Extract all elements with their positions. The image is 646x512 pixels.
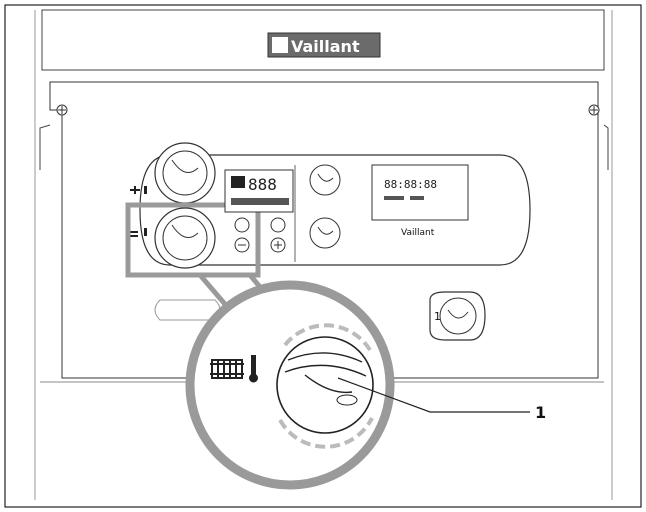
timer-logo-text: Vaillant [401, 228, 435, 238]
lcd-display: 888 [224, 169, 294, 213]
heating-knob-small[interactable] [154, 207, 216, 269]
rotary-switch-label: 1 [434, 310, 441, 323]
lcd-digits: 888 [248, 175, 277, 194]
magnified-view [185, 280, 395, 490]
panel-slot [154, 299, 221, 321]
vaillant-logo: Vaillant [267, 32, 381, 58]
timer-digits: 88:88:88 [384, 178, 437, 191]
radiator-icon-small [130, 228, 147, 237]
timer-module: 88:88:88 Vaillant [371, 164, 469, 238]
heating-dial-magnified[interactable] [276, 323, 374, 449]
hot-water-knob[interactable] [154, 142, 216, 204]
logo-text: Vaillant [291, 37, 360, 56]
mode-knob-bottom[interactable] [309, 217, 341, 249]
button-info[interactable] [270, 217, 286, 233]
display-buttons [234, 165, 296, 262]
hot-water-icon [130, 186, 147, 194]
highlight-box [125, 202, 261, 278]
button-reset[interactable] [234, 217, 250, 233]
callout-number: 1 [535, 403, 546, 422]
callout-leader [337, 377, 530, 413]
rotary-switch[interactable]: 1 [429, 291, 486, 341]
radiator-thermometer-icon [210, 355, 258, 383]
mode-knob-top[interactable] [309, 164, 341, 196]
